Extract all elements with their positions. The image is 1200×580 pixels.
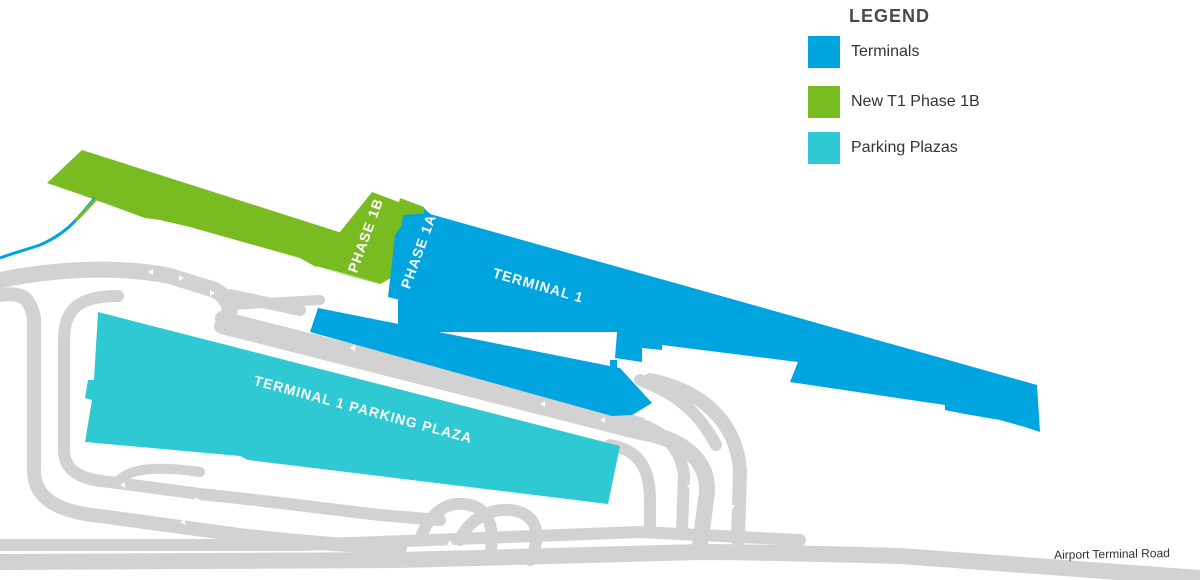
road-arrow (540, 401, 545, 407)
phase-1b-area (0, 150, 430, 284)
airport-terminal-road-label: Airport Terminal Road (1054, 546, 1170, 562)
legend-label-parking-plazas: Parking Plazas (851, 139, 958, 156)
road-arrow (600, 417, 605, 423)
road-arrow (687, 485, 693, 490)
terminal-1-curbside (310, 308, 652, 416)
terminal-1-building (388, 208, 1040, 432)
legend-label-phase-1b: New T1 Phase 1B (851, 93, 980, 110)
road-arrow (41, 420, 47, 425)
road-arrow (120, 482, 125, 488)
phase-1b-connector-green (75, 193, 102, 222)
legend-item-parking-plazas: Parking Plazas (808, 132, 1108, 164)
road-right-loop-2 (614, 414, 690, 536)
road-arrow (148, 269, 153, 275)
road-arrow (447, 540, 453, 545)
road-arrow (179, 275, 184, 281)
road-arrow (350, 345, 355, 351)
road-direction-arrows (13, 269, 735, 545)
legend-item-terminals: Terminals (808, 36, 1108, 68)
terminal-1-area (310, 208, 1040, 432)
road-inner-loop (58, 290, 446, 526)
road-arrow (657, 457, 663, 462)
road-right-loop-1 (643, 373, 747, 547)
road-network (0, 261, 1200, 580)
road-arrow (13, 372, 19, 377)
phase-1b-connector-line (0, 197, 97, 260)
road-airport-terminal-road (0, 544, 1200, 580)
road-airport-terminal-road-2 (0, 526, 806, 551)
parking-plazas-swatch (808, 132, 840, 164)
legend-item-phase-1b: New T1 Phase 1B (808, 86, 1108, 118)
road-arrow (13, 332, 19, 337)
terminal-1-connector-post (398, 288, 405, 330)
phase-1b-building (316, 192, 430, 283)
legend-label-terminals: Terminals (851, 43, 920, 60)
phase-1b-swatch (808, 86, 840, 118)
road-arrow (210, 290, 215, 296)
parking-plaza-area (85, 312, 620, 504)
road-curbside (215, 311, 647, 431)
phase-1b-concourse (47, 150, 424, 284)
road-small-loop (115, 463, 205, 485)
legend-title: LEGEND (849, 6, 931, 26)
phase-1a-building (400, 213, 430, 290)
road-arrow (632, 519, 637, 525)
road-arrow (180, 519, 185, 525)
terminals-swatch (808, 36, 840, 68)
road-arrow (729, 505, 735, 510)
terminal-1-parking-plaza (85, 312, 620, 504)
road-arrow (41, 460, 47, 465)
road-arrow (195, 497, 200, 503)
road-arrow (255, 505, 260, 511)
